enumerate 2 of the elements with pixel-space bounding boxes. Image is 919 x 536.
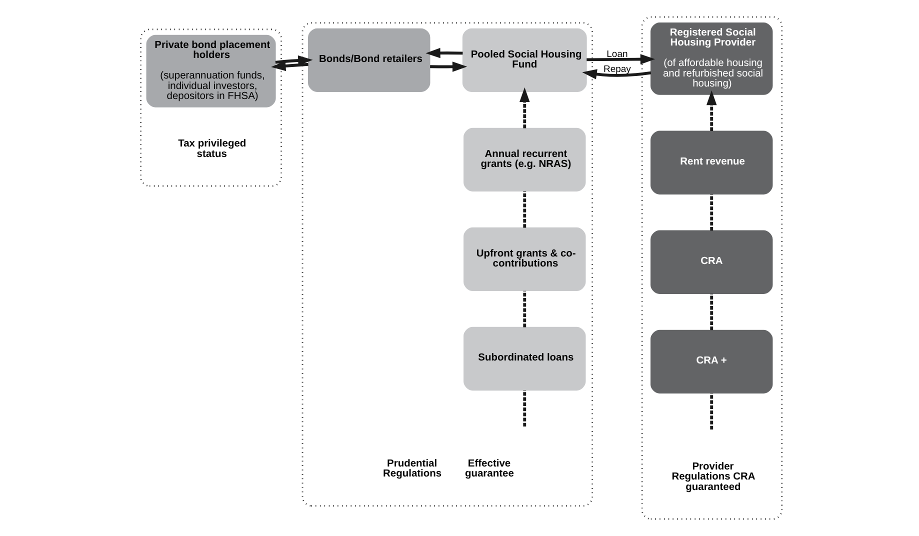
edge-label: Repay: [603, 64, 631, 76]
edge-label: Loan: [606, 48, 628, 60]
